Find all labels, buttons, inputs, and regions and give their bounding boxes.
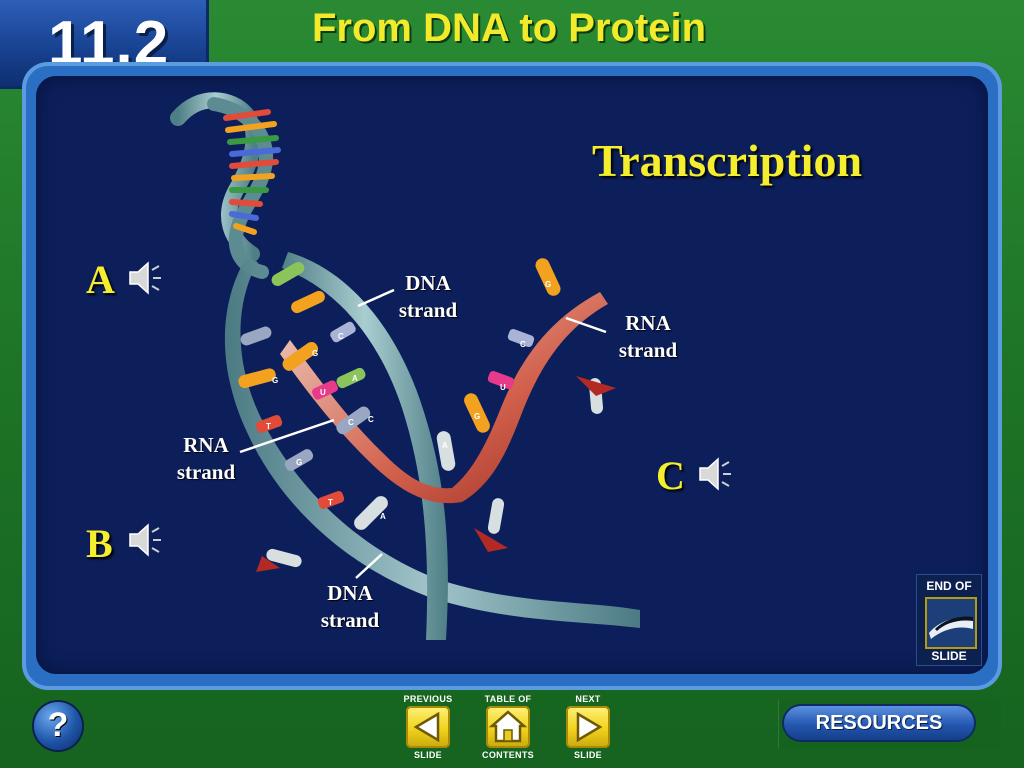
label-line: strand	[398, 298, 458, 322]
dna-coding-strand	[282, 252, 448, 640]
label-line: strand	[320, 608, 380, 632]
nucleotide-base-letter: T	[328, 498, 333, 507]
previous-label-bottom: SLIDE	[413, 750, 442, 760]
nucleotide-base-letter: G	[272, 376, 279, 385]
arrow-right-icon	[576, 711, 603, 743]
help-button[interactable]: ?	[34, 702, 82, 750]
free-nucleotides	[238, 258, 616, 572]
nucleotide-base-letter: C	[368, 415, 374, 424]
label-leader-lines	[239, 288, 607, 579]
whale-icon	[925, 597, 977, 649]
marker-letter-c: C	[656, 453, 685, 498]
arrow-left-icon	[413, 711, 440, 743]
nucleotide-base-letter: T	[266, 422, 271, 431]
label-line: strand	[618, 338, 678, 362]
label-line: DNA	[327, 581, 373, 605]
marker-letter-b: B	[86, 521, 113, 566]
nucleotide-base-letter: G	[545, 280, 552, 289]
double-helix-top	[170, 92, 281, 279]
previous-slide-button[interactable]: PREVIOUS SLIDE	[396, 694, 460, 764]
label-dna-strand-top: DNA strand	[388, 270, 468, 324]
label-line: strand	[176, 460, 236, 484]
next-button-face	[566, 706, 610, 748]
nucleotide-base-letter: U	[320, 388, 326, 397]
end-of-slide-label-bottom: SLIDE	[931, 649, 967, 663]
next-label-bottom: SLIDE	[573, 750, 602, 760]
dna-template-strand-lower	[224, 258, 640, 628]
label-rna-strand-right: RNA strand	[608, 310, 688, 364]
previous-button-face	[406, 706, 450, 748]
contents-label-bottom: CONTENTS	[482, 750, 534, 760]
end-of-slide-label-top: END OF	[926, 579, 972, 593]
nucleotide-base-letter: A	[442, 441, 448, 450]
end-of-slide-button[interactable]: END OF SLIDE	[916, 574, 982, 666]
table-of-contents-button[interactable]: TABLE OF CONTENTS	[476, 694, 540, 764]
content-panel	[36, 76, 988, 674]
nucleotide-base-letter: C	[520, 340, 526, 349]
previous-label-top: PREVIOUS	[403, 694, 453, 704]
nucleotide-base-letter: A	[380, 512, 386, 521]
next-slide-button[interactable]: NEXT SLIDE	[556, 694, 620, 764]
nucleotide-base-letter: G	[474, 412, 481, 421]
label-rna-strand-left: RNA strand	[166, 432, 246, 486]
contents-label-top: TABLE OF	[484, 694, 532, 704]
rna-strand-shape	[280, 292, 608, 504]
chapter-title: From DNA to Protein	[312, 6, 707, 50]
nucleotide-base-letter: C	[348, 418, 354, 427]
nucleotide-base-letter: C	[338, 332, 344, 341]
next-label-top: NEXT	[575, 694, 601, 704]
label-dna-strand-bottom: DNA strand	[310, 580, 390, 634]
resources-button[interactable]: RESOURCES	[784, 706, 974, 740]
home-icon	[488, 710, 528, 743]
marker-letter-a: A	[86, 257, 115, 302]
label-line: DNA	[405, 271, 451, 295]
nucleotide-base-letter: G	[312, 349, 319, 358]
speaker-icon[interactable]	[696, 454, 732, 494]
speaker-icon[interactable]	[126, 520, 162, 560]
label-line: RNA	[183, 433, 229, 457]
speaker-icon[interactable]	[126, 258, 162, 298]
nucleotide-base-letter: G	[296, 458, 303, 467]
nucleotide-base-letter: A	[352, 374, 358, 383]
nucleotide-base-letter: U	[500, 383, 506, 392]
help-label: ?	[47, 706, 69, 744]
resources-label: RESOURCES	[815, 712, 943, 734]
label-line: RNA	[625, 311, 671, 335]
diagram-title: Transcription	[592, 135, 863, 186]
contents-button-face	[486, 706, 530, 748]
